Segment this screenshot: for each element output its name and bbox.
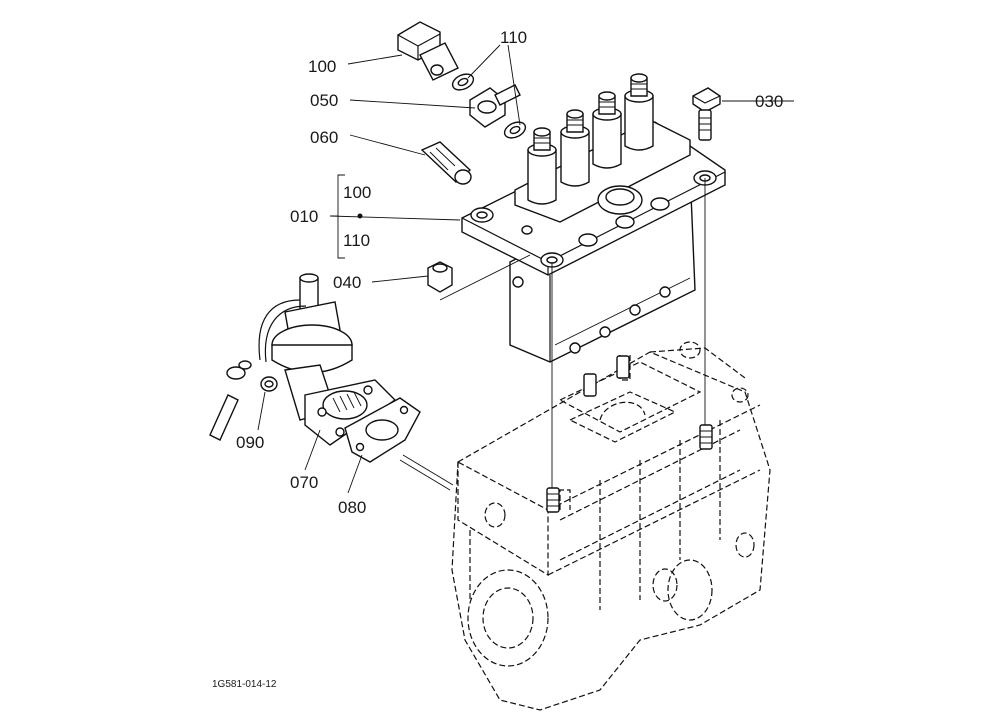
callout-040: 040: [333, 273, 361, 292]
gasket-part-080: [344, 397, 454, 491]
delivery-valve-holders: [527, 73, 654, 205]
callout-080: 080: [338, 498, 366, 517]
feed-pump-part-070: [209, 273, 397, 446]
plug-part-090: [260, 376, 278, 392]
banjo-fitting-part-050: [469, 84, 521, 128]
eye-bolt-part-100: [397, 21, 459, 81]
callout-110: 110: [500, 28, 527, 47]
callout-090: 090: [236, 433, 264, 452]
callout-010-sub-110: 110: [343, 231, 370, 250]
callout-060: 060: [310, 128, 338, 147]
callout-070: 070: [290, 473, 318, 492]
bolt-part-030: [692, 87, 721, 141]
drawing-code: 1G581-014-12: [212, 679, 277, 690]
callout-050: 050: [310, 91, 338, 110]
callout-030: 030: [755, 92, 783, 111]
callout-labels: 100 110 050 060 030 010 100 110 040 090 …: [236, 28, 783, 517]
nut-part-040: [427, 261, 453, 293]
callout-010-sub-100: 100: [343, 183, 371, 202]
leader-lines: [257, 44, 794, 494]
bleeder-bolt-part-060: [420, 141, 472, 185]
callout-100: 100: [308, 57, 336, 76]
gear-case-housing: [451, 341, 771, 711]
callout-010: 010: [290, 207, 318, 226]
mounting-studs: [546, 355, 713, 513]
injection-pump-assembly: [439, 73, 726, 495]
